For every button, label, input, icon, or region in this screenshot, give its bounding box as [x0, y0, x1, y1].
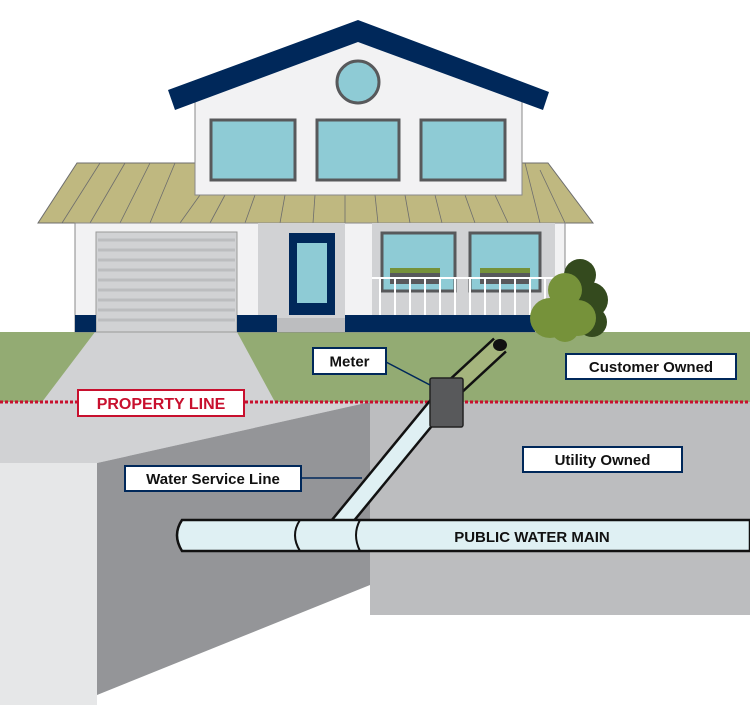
- meter-leader: [385, 361, 431, 386]
- meter-box: [429, 377, 464, 428]
- bush: [530, 259, 608, 342]
- driveway: [42, 332, 275, 402]
- customer-owned-text: Customer Owned: [589, 359, 713, 376]
- upper-window: [209, 118, 297, 182]
- public-water-main-text: PUBLIC WATER MAIN: [454, 529, 610, 546]
- upper-window: [315, 118, 401, 182]
- house: [37, 20, 608, 342]
- property-line-text: PROPERTY LINE: [97, 396, 226, 413]
- customer-owned-label: Customer Owned: [565, 353, 737, 380]
- meter-label: Meter: [312, 347, 387, 375]
- water-service-line-text: Water Service Line: [146, 471, 280, 488]
- utility-owned-text: Utility Owned: [555, 452, 651, 469]
- meter-label-text: Meter: [329, 354, 369, 371]
- utility-owned-label: Utility Owned: [522, 446, 683, 473]
- public-water-main-pipe: [175, 518, 750, 553]
- water-service-line-label: Water Service Line: [124, 465, 302, 492]
- garage-door: [95, 231, 238, 333]
- utility-soil: [370, 402, 750, 615]
- round-window: [335, 59, 381, 105]
- soil-top-face: [0, 402, 370, 463]
- upper-window: [419, 118, 507, 182]
- roof: [168, 20, 549, 110]
- soil-front-face: [0, 463, 97, 705]
- property-line-label: PROPERTY LINE: [77, 389, 245, 417]
